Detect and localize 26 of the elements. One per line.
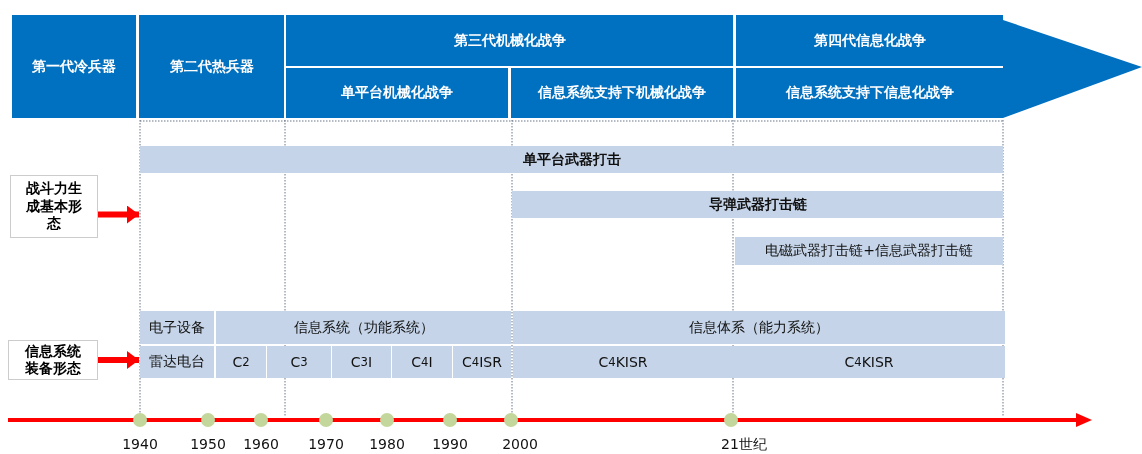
arrow xyxy=(98,351,139,369)
header-cell: 第二代热兵器 xyxy=(139,15,284,118)
year-label: 1990 xyxy=(432,436,468,452)
timeline-bar: 导弹武器打击链 xyxy=(512,191,1003,218)
year-label: 1960 xyxy=(243,436,279,452)
header-cell: 信息系统支持下信息化战争 xyxy=(736,68,1003,118)
header-cell: 第一代冷兵器 xyxy=(12,15,136,118)
header-cell: 信息系统支持下机械化战争 xyxy=(511,68,733,118)
header-cell: 第三代机械化战争 xyxy=(286,15,733,66)
timeline-bar: 电子设备 xyxy=(140,311,214,344)
header-cell: 单平台机械化战争 xyxy=(286,68,508,118)
year-label: 21世纪 xyxy=(721,436,767,454)
row-label: 信息系统装备形态 xyxy=(8,340,98,380)
year-label: 1980 xyxy=(369,436,405,452)
timeline-bar: 信息系统（功能系统） xyxy=(216,311,511,344)
year-label: 2000 xyxy=(502,436,538,452)
year-label: 1950 xyxy=(190,436,226,452)
arrow xyxy=(98,205,139,224)
year-label: 1970 xyxy=(308,436,344,452)
timeline-bar: 信息体系（能力系统） xyxy=(513,311,1005,344)
timeline-bar: 雷达电台 xyxy=(140,346,214,378)
row-label: 战斗力生成基本形态 xyxy=(10,175,98,238)
year-label: 1940 xyxy=(122,436,158,452)
header-cell: 第四代信息化战争 xyxy=(736,15,1003,66)
timeline-bar: 电磁武器打击链+信息武器打击链 xyxy=(735,237,1003,265)
timeline-bar: 单平台武器打击 xyxy=(140,146,1003,173)
